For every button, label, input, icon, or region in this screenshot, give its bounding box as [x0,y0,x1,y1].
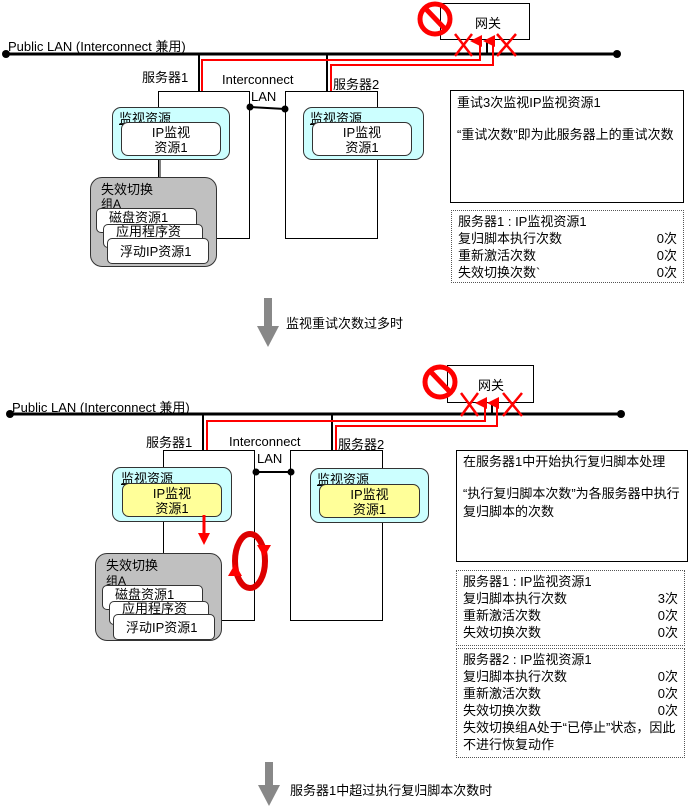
failover-title: 失效切换 [101,182,154,197]
note-box: 在服务器1中开始执行复归脚本处理 “执行复归脚本次数”为各服务器中执行复归脚本的… [456,450,688,562]
floating-ip-resource: 浮动IP资源1 [107,238,209,264]
counter-box-server1: 服务器1 : IP监视资源1 复归脚本执行次数 0次 重新激活次数 0次 失效切换次… [451,210,684,283]
gateway-box: 网关 [440,3,530,40]
counter-value: 0次 [656,231,677,246]
gateway-label: 网关 [478,378,505,393]
ip-monitor-resource: IP监视资源1 [319,484,420,518]
gateway-box: 网关 [447,365,534,403]
counter-row: 复归脚本执行次数 0次 [458,230,677,247]
ip-monitor-line1: IP监视 [350,487,389,502]
note-body: “执行复归脚本次数”为各服务器中执行复归脚本的次数 [463,486,680,519]
counter-label: 重新激活次数 [463,686,542,701]
ip-monitor-line1: IP监视 [152,486,192,501]
counter-note: 失效切换组A处于“已停止”状态，因此不进行恢复动作 [463,720,676,752]
counter-row: 重新激活次数 0次 [463,607,678,624]
counter-value: 0次 [657,608,678,623]
lan-label: LAN [251,89,277,104]
public-lan-label: Public LAN (Interconnect 兼用) [12,400,190,415]
interconnect-label: Interconnect [222,72,294,87]
interconnect-label: Interconnect [229,434,301,449]
monitor-resource-server1: 监视资源 IP监视资源1 [112,467,232,522]
counter-value: 0次 [656,265,677,280]
counter-label: 复归脚本执行次数 [463,669,568,684]
counter-value: 0次 [656,248,677,263]
lan-label: LAN [257,451,283,466]
ip-monitor-line1: IP监视 [151,125,191,140]
public-lan-label: Public LAN (Interconnect 兼用) [8,39,186,54]
interconnect-lan-line [246,103,289,113]
counter-title: 服务器1 : IP监视资源1 [463,574,592,589]
counter-label: 复归脚本执行次数 [463,591,568,606]
server1-label: 服务器1 [142,70,189,85]
monitor-resource-server2: 监视资源 IP监视资源1 [303,107,424,160]
failover-title: 失效切换 [106,558,159,573]
counter-row: 失效切换次数 0次 [463,702,678,719]
failover-subtitle: 组A [101,197,122,211]
ip-monitor-resource: IP监视资源1 [122,483,222,517]
counter-value: 0次 [657,625,678,640]
floating-ip-resource: 浮动IP资源1 [113,614,215,640]
counter-row: 复归脚本执行次数 0次 [463,668,678,685]
counter-value: 3次 [657,591,678,606]
counter-row: 失效切换次数 0次 [463,624,678,641]
failover-subtitle: 组A [106,574,127,588]
note-title: 重试3次监视IP监视资源1 [457,95,601,110]
step1-label: 监视重试次数过多时 [286,316,404,331]
note-box: 重试3次监视IP监视资源1 “重试次数”即为此服务器上的重试次数 [450,90,684,203]
ip-monitor-line2: 资源1 [352,502,387,517]
ip-monitor-line2: 资源1 [154,140,188,155]
counter-label: 失效切换次数 [463,703,542,718]
counter-title: 服务器1 : IP监视资源1 [458,214,587,229]
counter-row: 重新激活次数 0次 [458,247,677,264]
monitor-title: 监视资源 [317,472,370,487]
counter-value: 0次 [657,686,678,701]
counter-value: 0次 [657,703,678,718]
failover-group: 失效切换 组A 磁盘资源1 应用程序资 浮动IP资源1 [90,177,217,267]
counter-box-server1: 服务器1 : IP监视资源1 复归脚本执行次数 3次 重新激活次数 0次 失效切换次… [456,570,685,646]
failover-group: 失效切换 组A 磁盘资源1 应用程序资 浮动IP资源1 [95,553,222,641]
counter-label: 失效切换次数 [463,625,542,640]
down-arrow-icon [257,298,279,347]
server1-label: 服务器1 [146,435,193,450]
step2-label: 服务器1中超过执行复归脚本次数时 [290,783,493,798]
counter-label: 重新激活次数 [458,248,537,263]
counter-box-server2: 服务器2 : IP监视资源1 复归脚本执行次数 0次 重新激活次数 0次 失效切换次… [456,648,685,758]
counter-row: 失效切换次数` 0次 [458,264,677,281]
counter-value: 0次 [657,669,678,684]
interconnect-lan-line [252,468,295,476]
note-body: “重试次数”即为此服务器上的重试次数 [457,127,674,142]
counter-row: 重新激活次数 0次 [463,685,678,702]
down-arrow-icon [258,762,280,806]
ip-monitor-line2: 资源1 [155,501,189,516]
monitor-resource-server2: 监视资源 IP监视资源1 [310,468,429,523]
counter-row: 复归脚本执行次数 3次 [463,590,678,607]
monitor-resource-server1: 监视资源 IP监视资源1 [112,107,230,160]
counter-title: 服务器2 : IP监视资源1 [463,652,592,667]
monitor-title: 监视资源 [121,471,174,486]
ip-monitor-line2: 资源1 [345,140,379,155]
ip-monitor-resource: IP监视资源1 [121,122,221,156]
counter-label: 复归脚本执行次数 [458,231,563,246]
gateway-label: 网关 [475,16,502,31]
note-title: 在服务器1中开始执行复归脚本处理 [463,454,666,469]
counter-label: 失效切换次数` [458,265,541,280]
ip-monitor-resource: IP监视资源1 [312,122,412,156]
ip-monitor-line1: IP监视 [342,125,382,140]
counter-label: 重新激活次数 [463,608,542,623]
